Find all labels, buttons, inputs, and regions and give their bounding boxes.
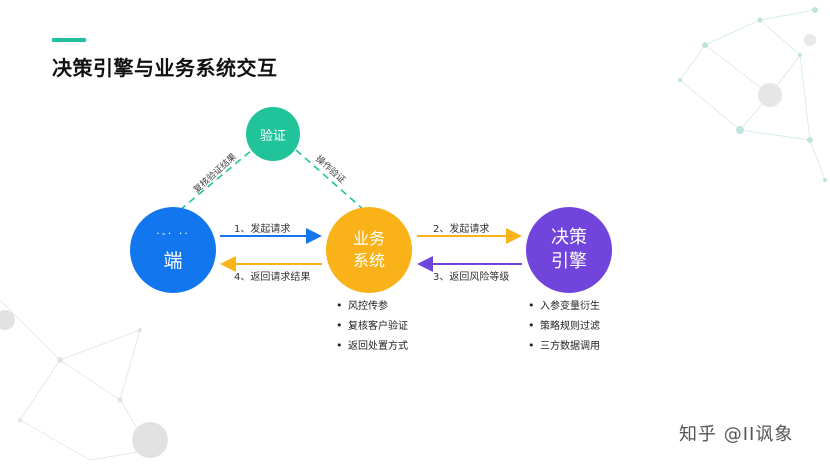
dashed-link-biz-verify bbox=[295, 149, 365, 211]
list-item: 复核客户验证 bbox=[336, 316, 408, 336]
business-system-bullet-list: 风控传参 复核客户验证 返回处置方式 bbox=[336, 296, 408, 356]
node-client-label: 端 bbox=[163, 249, 183, 272]
list-item: 返回处置方式 bbox=[336, 336, 408, 356]
edge-label-biz-to-client: 4、返回请求结果 bbox=[234, 272, 311, 283]
list-item: 入参变量衍生 bbox=[528, 296, 600, 316]
list-item: 三方数据调用 bbox=[528, 336, 600, 356]
edge-label-client-to-biz: 1、发起请求 bbox=[234, 224, 291, 235]
decision-engine-bullet-list: 入参变量衍生 策略规则过滤 三方数据调用 bbox=[528, 296, 600, 356]
client-glyph: ·-· ·· bbox=[156, 226, 190, 240]
node-client: ·-· ·· 端 bbox=[130, 207, 216, 293]
list-item: 风控传参 bbox=[336, 296, 408, 316]
node-decision-engine: 决策 引擎 bbox=[526, 207, 612, 293]
node-decision-engine-label: 决策 引擎 bbox=[551, 227, 587, 272]
list-item: 策略规则过滤 bbox=[528, 316, 600, 336]
node-verify-label: 验证 bbox=[259, 128, 286, 144]
watermark: 知乎 @II讽象 bbox=[679, 424, 794, 445]
edge-label-engine-to-biz: 3、返回风险等级 bbox=[433, 272, 510, 283]
dashed-link-client-verify bbox=[179, 149, 253, 211]
node-verify: 验证 bbox=[246, 107, 300, 161]
title-accent-bar bbox=[52, 38, 86, 42]
node-business-system-label: 业务 系统 bbox=[352, 229, 385, 270]
page-title: 决策引擎与业务系统交互 bbox=[52, 56, 278, 80]
node-business-system: 业务 系统 bbox=[326, 207, 412, 293]
edge-label-biz-to-engine: 2、发起请求 bbox=[433, 224, 490, 235]
